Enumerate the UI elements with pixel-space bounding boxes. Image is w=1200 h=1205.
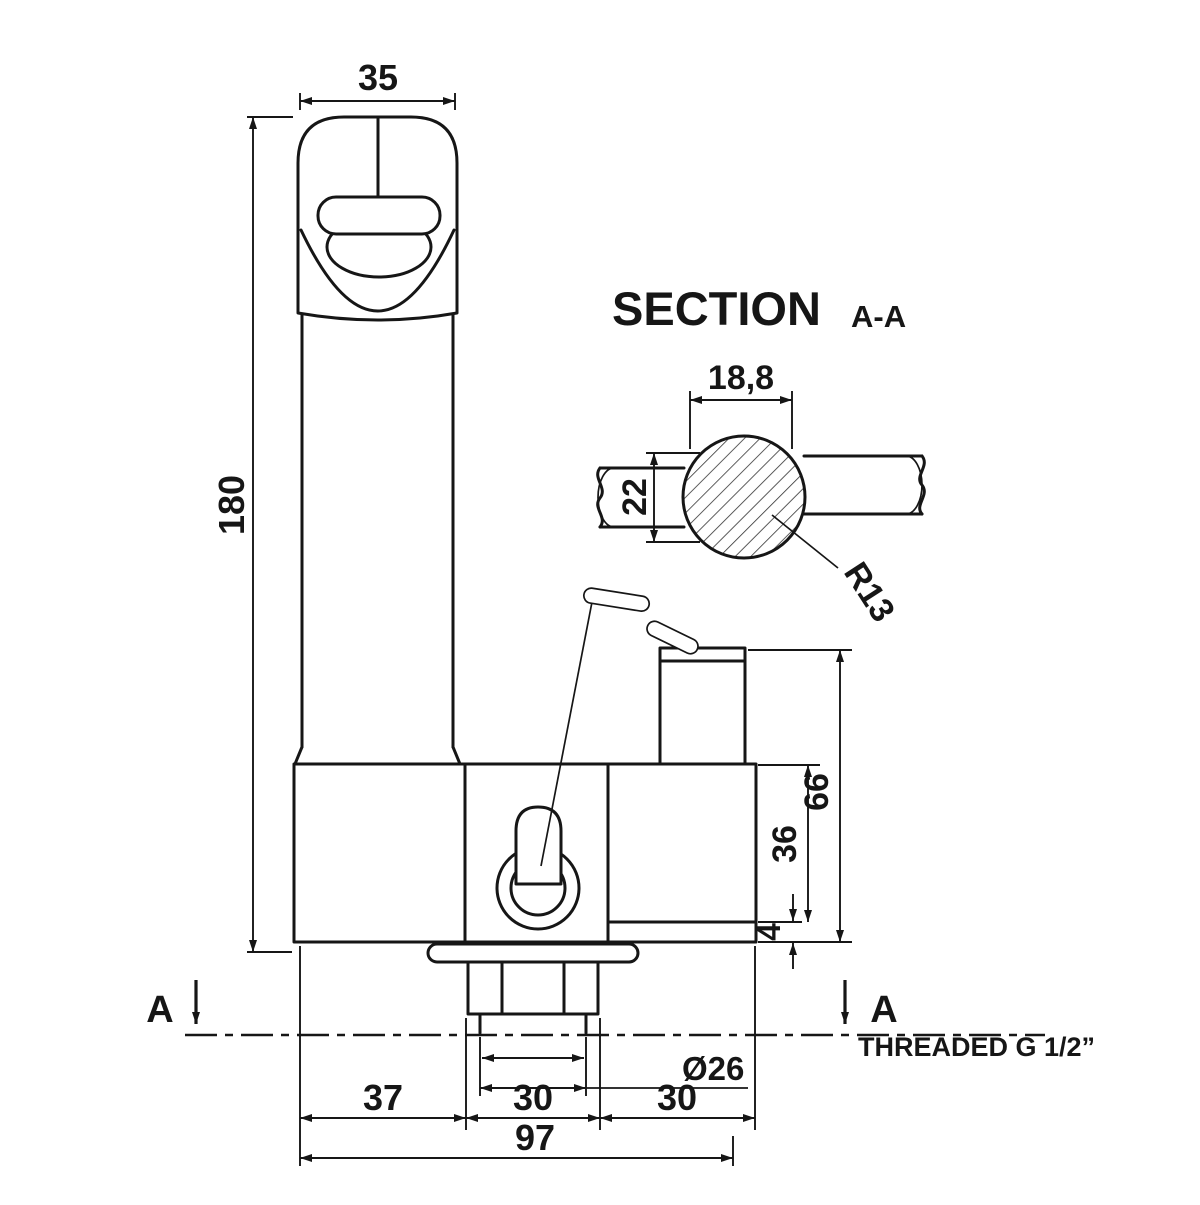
dim-knob-bar: 22 <box>616 452 700 543</box>
section-marker-left: A <box>146 989 173 1031</box>
front-view <box>292 115 758 1035</box>
column-flare-right <box>451 745 462 766</box>
section-ref: A-A <box>851 299 906 334</box>
dim-spout-width: 35 <box>299 57 456 110</box>
section-title: SECTION <box>612 282 821 335</box>
dim-spout-width-label: 35 <box>358 57 398 98</box>
base-washer <box>426 942 640 964</box>
head-column-junction <box>296 311 459 322</box>
dim-base-plate-label: 4 <box>751 923 787 941</box>
dim-depth-c-label: 30 <box>657 1077 697 1118</box>
thread-note: THREADED G 1/2” <box>858 1032 1095 1062</box>
dim-knob-flat: 18,8 <box>689 359 793 449</box>
section-cutting-line: A A THREADED G 1/2” <box>146 980 1095 1062</box>
dim-body-height-label: 36 <box>766 825 804 863</box>
dim-depth-a-label: 37 <box>363 1077 403 1118</box>
lever-phantom-line <box>540 601 593 867</box>
dim-inlet-height-label: 66 <box>798 773 836 811</box>
handle-lever <box>514 805 563 886</box>
knob-section-hatched <box>681 434 807 560</box>
section-marker-right: A <box>870 989 897 1031</box>
hex-nut <box>466 960 600 1016</box>
dim-base-plate: 4 <box>751 894 802 969</box>
aerator-ring <box>316 195 442 236</box>
dim-overall-height-label: 180 <box>211 475 252 535</box>
handle-bar-right <box>802 454 926 516</box>
dim-depth-b-label: 30 <box>513 1077 553 1118</box>
dim-depth-total-label: 97 <box>515 1117 555 1158</box>
lever-phantom-tip-2 <box>646 620 699 655</box>
inlet-pipe <box>658 646 747 766</box>
column-flare-left <box>293 745 304 766</box>
dim-knob-bar-label: 22 <box>616 478 654 516</box>
handle-bar-left <box>596 466 686 529</box>
dim-body-height: 36 <box>758 764 820 922</box>
dim-inlet-height: 66 <box>748 649 852 943</box>
dim-thread-diameter-label: Ø26 <box>682 1050 744 1087</box>
spout-opening-arc <box>299 228 456 313</box>
dim-overall-height: 180 <box>211 116 293 953</box>
dim-knob-radius-label: R13 <box>836 556 902 629</box>
dim-thread-diameter: Ø26 <box>479 1037 748 1096</box>
section-view: SECTION A-A 18,8 22 <box>596 282 926 629</box>
lever-phantom-tip-1 <box>582 587 651 612</box>
dim-bottom-chain: 37 30 30 97 <box>299 946 756 1166</box>
dim-knob-flat-label: 18,8 <box>708 359 774 397</box>
